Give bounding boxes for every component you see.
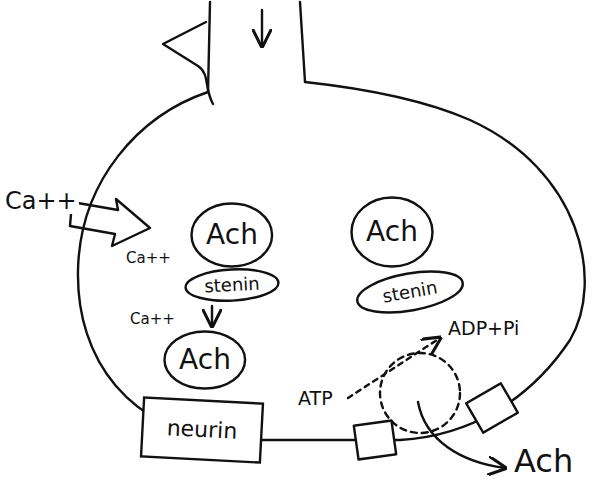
membrane-protein [466, 383, 518, 432]
docked-vesicle: Ach [163, 330, 247, 390]
node-ellipse [165, 332, 246, 389]
calcium-arrow [211, 306, 213, 326]
annotation-label: Ach [512, 444, 575, 479]
axon-right-wall [300, 2, 305, 82]
release-arrow [418, 402, 505, 468]
node-ellipse [192, 204, 273, 267]
annotation-label: Ca++ [128, 311, 177, 328]
calcium-influx-arrow [70, 199, 150, 246]
neurin-box: neurin [139, 396, 264, 464]
vesicle-circle: Ach [190, 202, 274, 268]
membrane-protein [354, 421, 396, 460]
annotation-label: Ca++ [124, 250, 173, 267]
node-text: Ach [206, 220, 258, 251]
terminal-membrane [78, 82, 585, 440]
vesicle-circle: Ach [350, 196, 434, 268]
node-text: neurin [166, 416, 238, 444]
stenin-protein: stenin [352, 263, 467, 321]
node-ellipse [354, 264, 466, 319]
node-ellipse [185, 267, 280, 303]
atp-hydrolysis-arrow [348, 338, 440, 398]
node-ellipse [352, 198, 433, 267]
node-text: stenin [204, 274, 260, 297]
axon-left-wall [208, 2, 210, 92]
signal-arrow [261, 10, 263, 46]
node-text: Ach [366, 217, 418, 248]
node-text: Ach [179, 345, 231, 376]
stenin-protein: stenin [183, 265, 281, 304]
annotation-label: Ca++ [3, 188, 79, 214]
annotation-label: ATP [296, 388, 335, 409]
annotation-label: ADP+Pi [446, 318, 521, 339]
node-rect [141, 397, 263, 462]
